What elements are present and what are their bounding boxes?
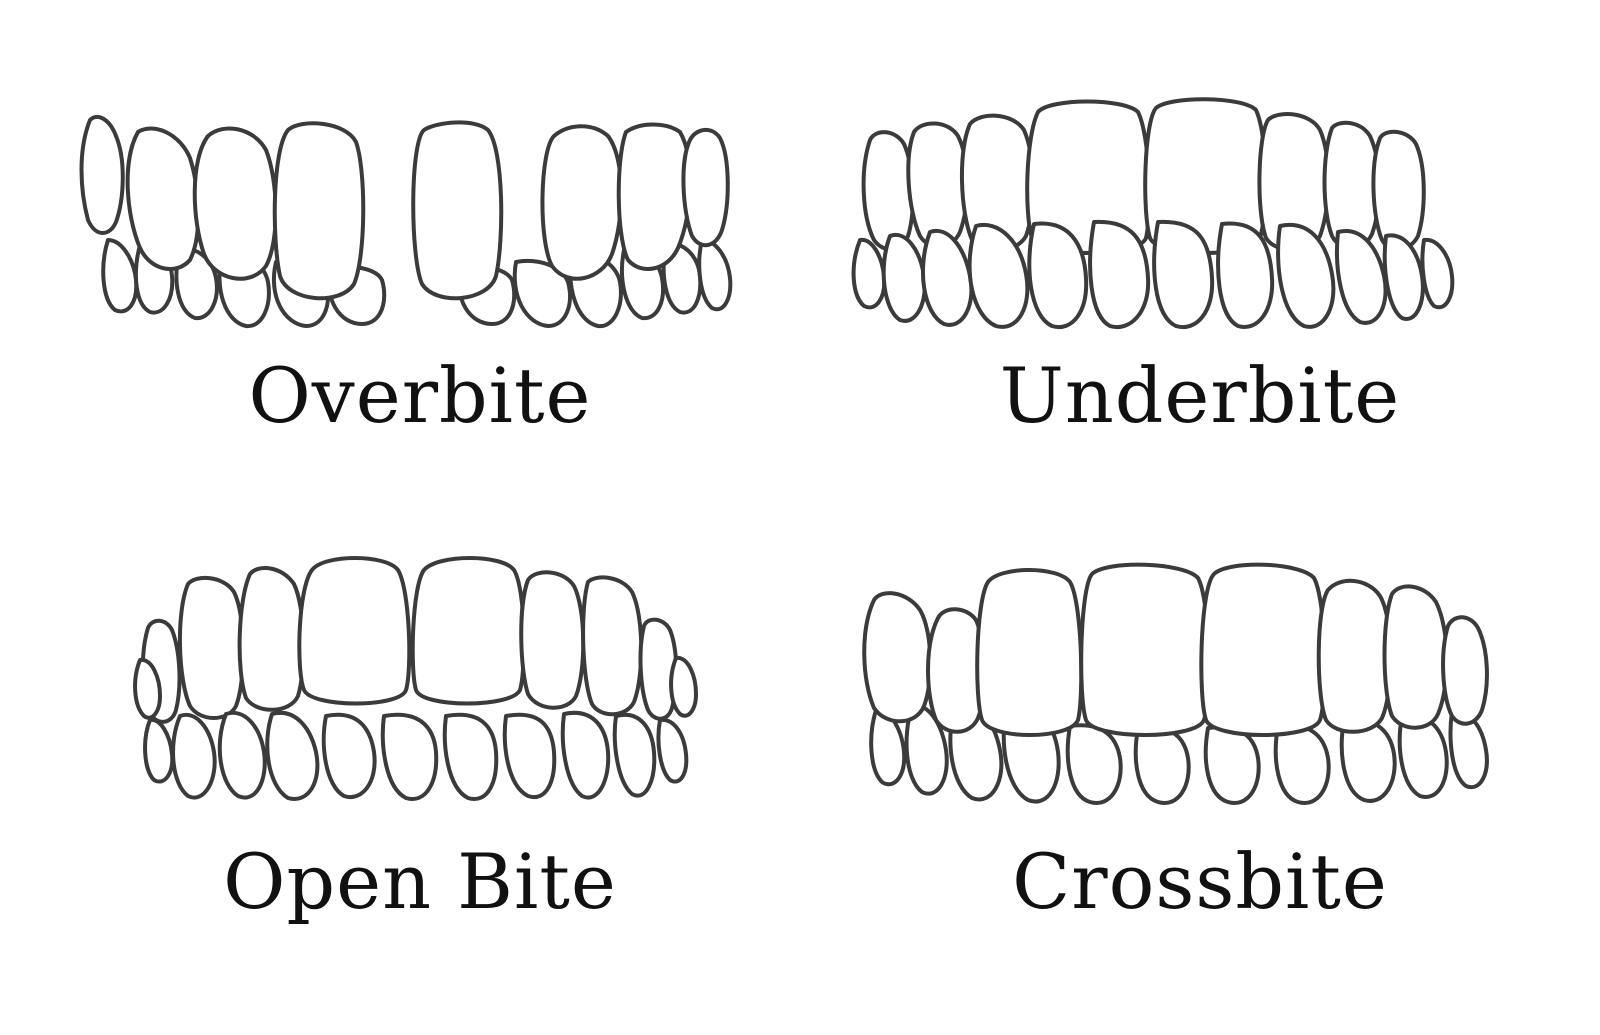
crossbite-panel: Crossbite <box>820 530 1580 1030</box>
crossbite-label: Crossbite <box>1012 837 1388 926</box>
underbite-teeth-icon <box>851 97 1455 330</box>
open-bite-teeth-icon <box>133 556 698 801</box>
overbite-teeth-icon <box>79 114 733 329</box>
overbite-label: Overbite <box>248 351 592 440</box>
open-bite-panel: Open Bite <box>40 530 800 1030</box>
overbite-panel: Overbite <box>40 40 800 540</box>
open-bite-label: Open Bite <box>223 837 617 926</box>
underbite-panel: Underbite <box>820 40 1580 540</box>
crossbite-teeth-icon <box>862 562 1489 805</box>
underbite-label: Underbite <box>999 351 1401 440</box>
